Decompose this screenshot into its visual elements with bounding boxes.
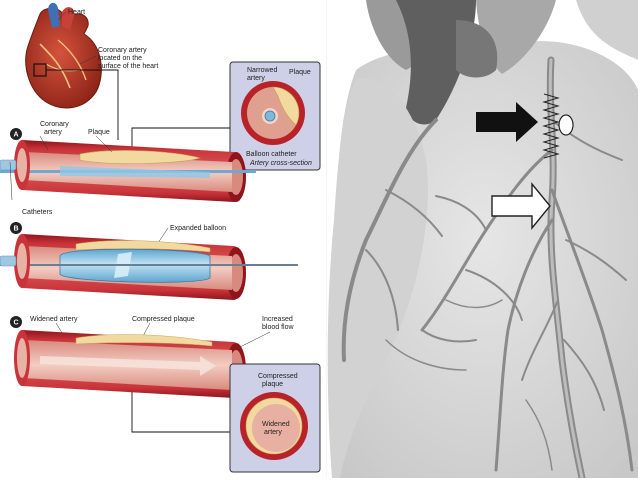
step-b-letter: B	[14, 226, 19, 233]
label-heart: Heart	[68, 9, 85, 16]
inset-cross-section-widened	[229, 363, 321, 473]
cs2-label-widened-2: artery	[264, 429, 282, 436]
label-increased-flow-1: Increased	[262, 316, 293, 323]
label-plaque-a: Plaque	[88, 129, 110, 136]
inset-cross-section-narrowed	[229, 61, 321, 171]
cs2-label-compressed-2: plaque	[262, 381, 283, 388]
angioplasty-svg: Heart Coronary artery located on the sur…	[0, 2, 321, 473]
label-coronary-location-1: Coronary artery	[98, 47, 147, 54]
label-catheters: Catheters	[22, 209, 53, 216]
heart-angiogram	[325, 0, 638, 482]
label-coronary-artery-1: Coronary	[40, 121, 69, 128]
heart-thumbnail	[25, 2, 119, 140]
angioplasty-illustration: Heart Coronary artery located on the sur…	[0, 2, 321, 473]
label-coronary-location-3: surface of the heart	[98, 63, 158, 70]
cs2-label-compressed-1: Compressed	[258, 373, 298, 380]
cs2-label-widened-1: Widened	[262, 421, 290, 428]
step-b-badge	[10, 222, 22, 234]
step-a-badge	[10, 128, 22, 140]
artery-segment-c	[14, 330, 246, 398]
label-coronary-artery-2: artery	[44, 129, 62, 136]
artery-segment-a	[0, 140, 256, 202]
blood-flow-arrow	[40, 356, 216, 376]
stent-spring-icon	[542, 93, 560, 159]
connector-c-inset	[131, 392, 230, 433]
label-coronary-location-2: located on the	[98, 55, 142, 62]
coronary-vessels	[341, 56, 634, 482]
compressed-plaque-c	[75, 334, 213, 347]
cs-label-title: Artery cross-section	[249, 160, 312, 167]
catheter-b	[0, 264, 298, 266]
plaque-a	[79, 150, 202, 164]
cs-label-plaque: Plaque	[289, 69, 311, 76]
cs-label-narrowed-2: artery	[247, 75, 265, 82]
balloon-catheter-dot	[264, 110, 276, 122]
step-a-letter: A	[14, 132, 19, 139]
black-arrow-icon	[476, 102, 538, 142]
label-widened-artery: Widened artery	[30, 316, 78, 323]
label-increased-flow-2: blood flow	[262, 324, 294, 331]
zoom-connector	[46, 69, 119, 140]
cs-label-narrowed-1: Narrowed	[247, 67, 277, 74]
ellipse-marker	[558, 114, 574, 136]
white-arrow-icon	[491, 182, 551, 230]
step-c-letter: C	[14, 320, 19, 327]
label-expanded-balloon: Expanded balloon	[170, 225, 226, 232]
label-compressed-plaque: Compressed plaque	[132, 316, 195, 323]
step-c-badge	[10, 316, 22, 328]
artery-segment-b	[0, 234, 298, 300]
cs-label-balloon: Balloon catheter	[246, 151, 297, 158]
angiogram-svg	[325, 0, 638, 482]
